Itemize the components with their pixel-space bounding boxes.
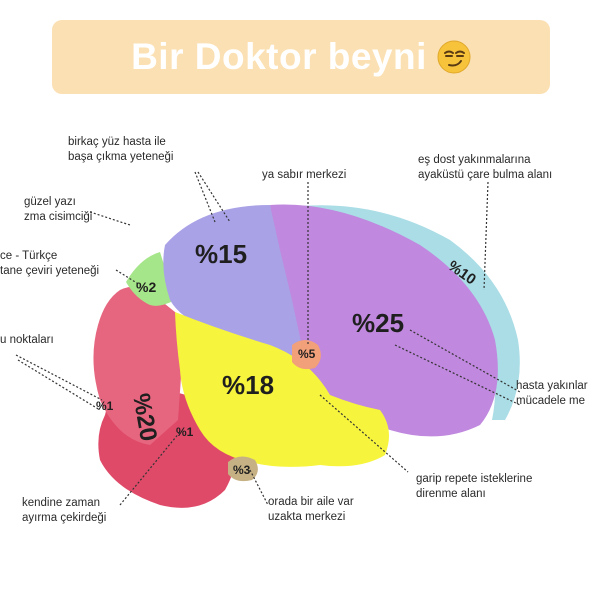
smirking-face-icon [437,40,471,74]
label-top-left-1: birkaç yüz hasta ile [68,136,166,148]
label-kendine-1: kendine zaman [22,497,100,509]
pct-3: %3 [233,463,251,477]
label-garip-2: direnme alanı [416,488,486,500]
pct-18: %18 [222,370,274,400]
page-title: Bir Doktor beyni [131,36,427,77]
label-top-left-2: başa çıkma yeteneği [68,151,173,163]
label-turkce-1: ce - Türkçe [0,250,57,262]
label-sabir: ya sabır merkezi [262,169,346,181]
leader-lines [15,171,521,506]
label-noktalari: u noktaları [0,334,54,346]
pct-5: %5 [298,347,316,361]
label-orada-2: uzakta merkezi [268,511,345,523]
label-guzel-2: zma cisimciği [24,211,92,223]
region-lavender [163,205,305,365]
label-hasta-2: mücadele me [516,395,585,407]
pct-25: %25 [352,308,404,338]
label-garip-1: garip repete isteklerine [416,473,532,485]
label-orada-1: orada bir aile var [268,496,354,508]
region-yellow [175,312,389,467]
region-tan [228,456,258,482]
label-kendine-2: ayırma çekirdeği [22,512,106,524]
region-green [126,252,175,306]
label-es-dost-1: eş dost yakınmalarına [418,154,531,166]
label-turkce-2: tane çeviri yeteneği [0,265,99,277]
region-orange [292,340,321,370]
label-hasta-1: hasta yakınlar [516,380,588,392]
region-purple [270,204,498,437]
label-es-dost-2: ayaküstü çare bulma alanı [418,169,552,181]
pct-1-right: %1 [176,425,194,439]
pct-2: %2 [136,279,156,295]
region-occipital [93,286,185,445]
label-guzel-1: güzel yazı [24,196,76,208]
pct-1-left: %1 [96,399,114,413]
region-cyan [300,205,520,420]
title-banner: Bir Doktor beyni [52,20,550,94]
pct-15: %15 [195,239,247,269]
